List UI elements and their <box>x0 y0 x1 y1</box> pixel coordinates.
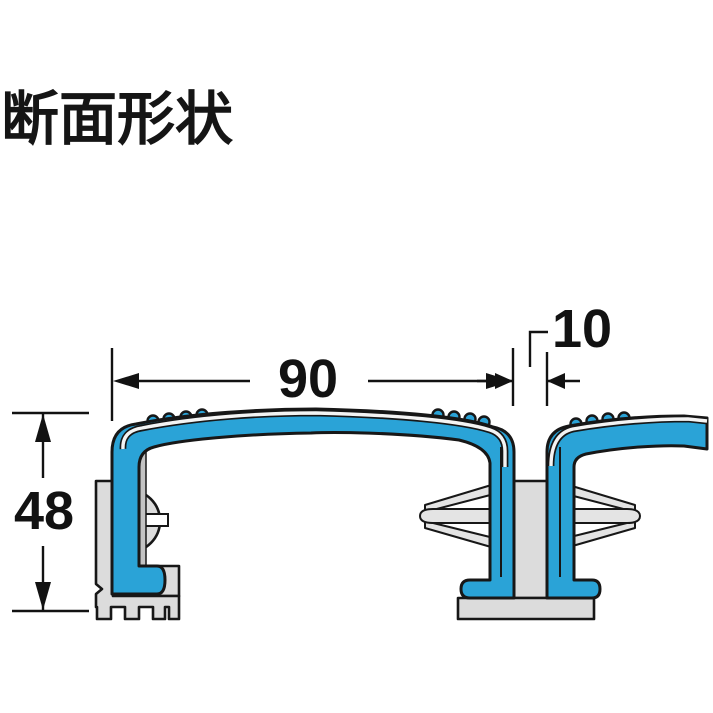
height-dimension: 48 <box>12 411 89 613</box>
arrow-inward-left <box>495 373 513 389</box>
arrow-left <box>113 373 139 389</box>
anchor-barb-left <box>419 482 499 550</box>
barb-fin-lower <box>424 520 499 550</box>
barb-rod <box>419 508 499 524</box>
gap-dimension-label: 10 <box>552 299 612 359</box>
width-dimension: 90 <box>110 348 515 421</box>
width-dimension-label: 90 <box>278 349 338 409</box>
arrow-up <box>35 414 51 442</box>
height-dimension-label: 48 <box>14 481 74 541</box>
tread-separator-left <box>119 409 509 467</box>
arrow-down <box>35 582 51 610</box>
section-title: 断面形状 <box>1 87 234 152</box>
arrow-inward-right <box>547 373 565 389</box>
leader-line <box>528 330 548 367</box>
gap-dimension: 10 <box>477 299 612 406</box>
barb-rod <box>561 508 641 524</box>
joint-post <box>511 479 549 600</box>
base-plate-center <box>456 596 596 621</box>
tread-separator-right <box>547 415 708 467</box>
barb-fin-upper <box>424 482 499 513</box>
